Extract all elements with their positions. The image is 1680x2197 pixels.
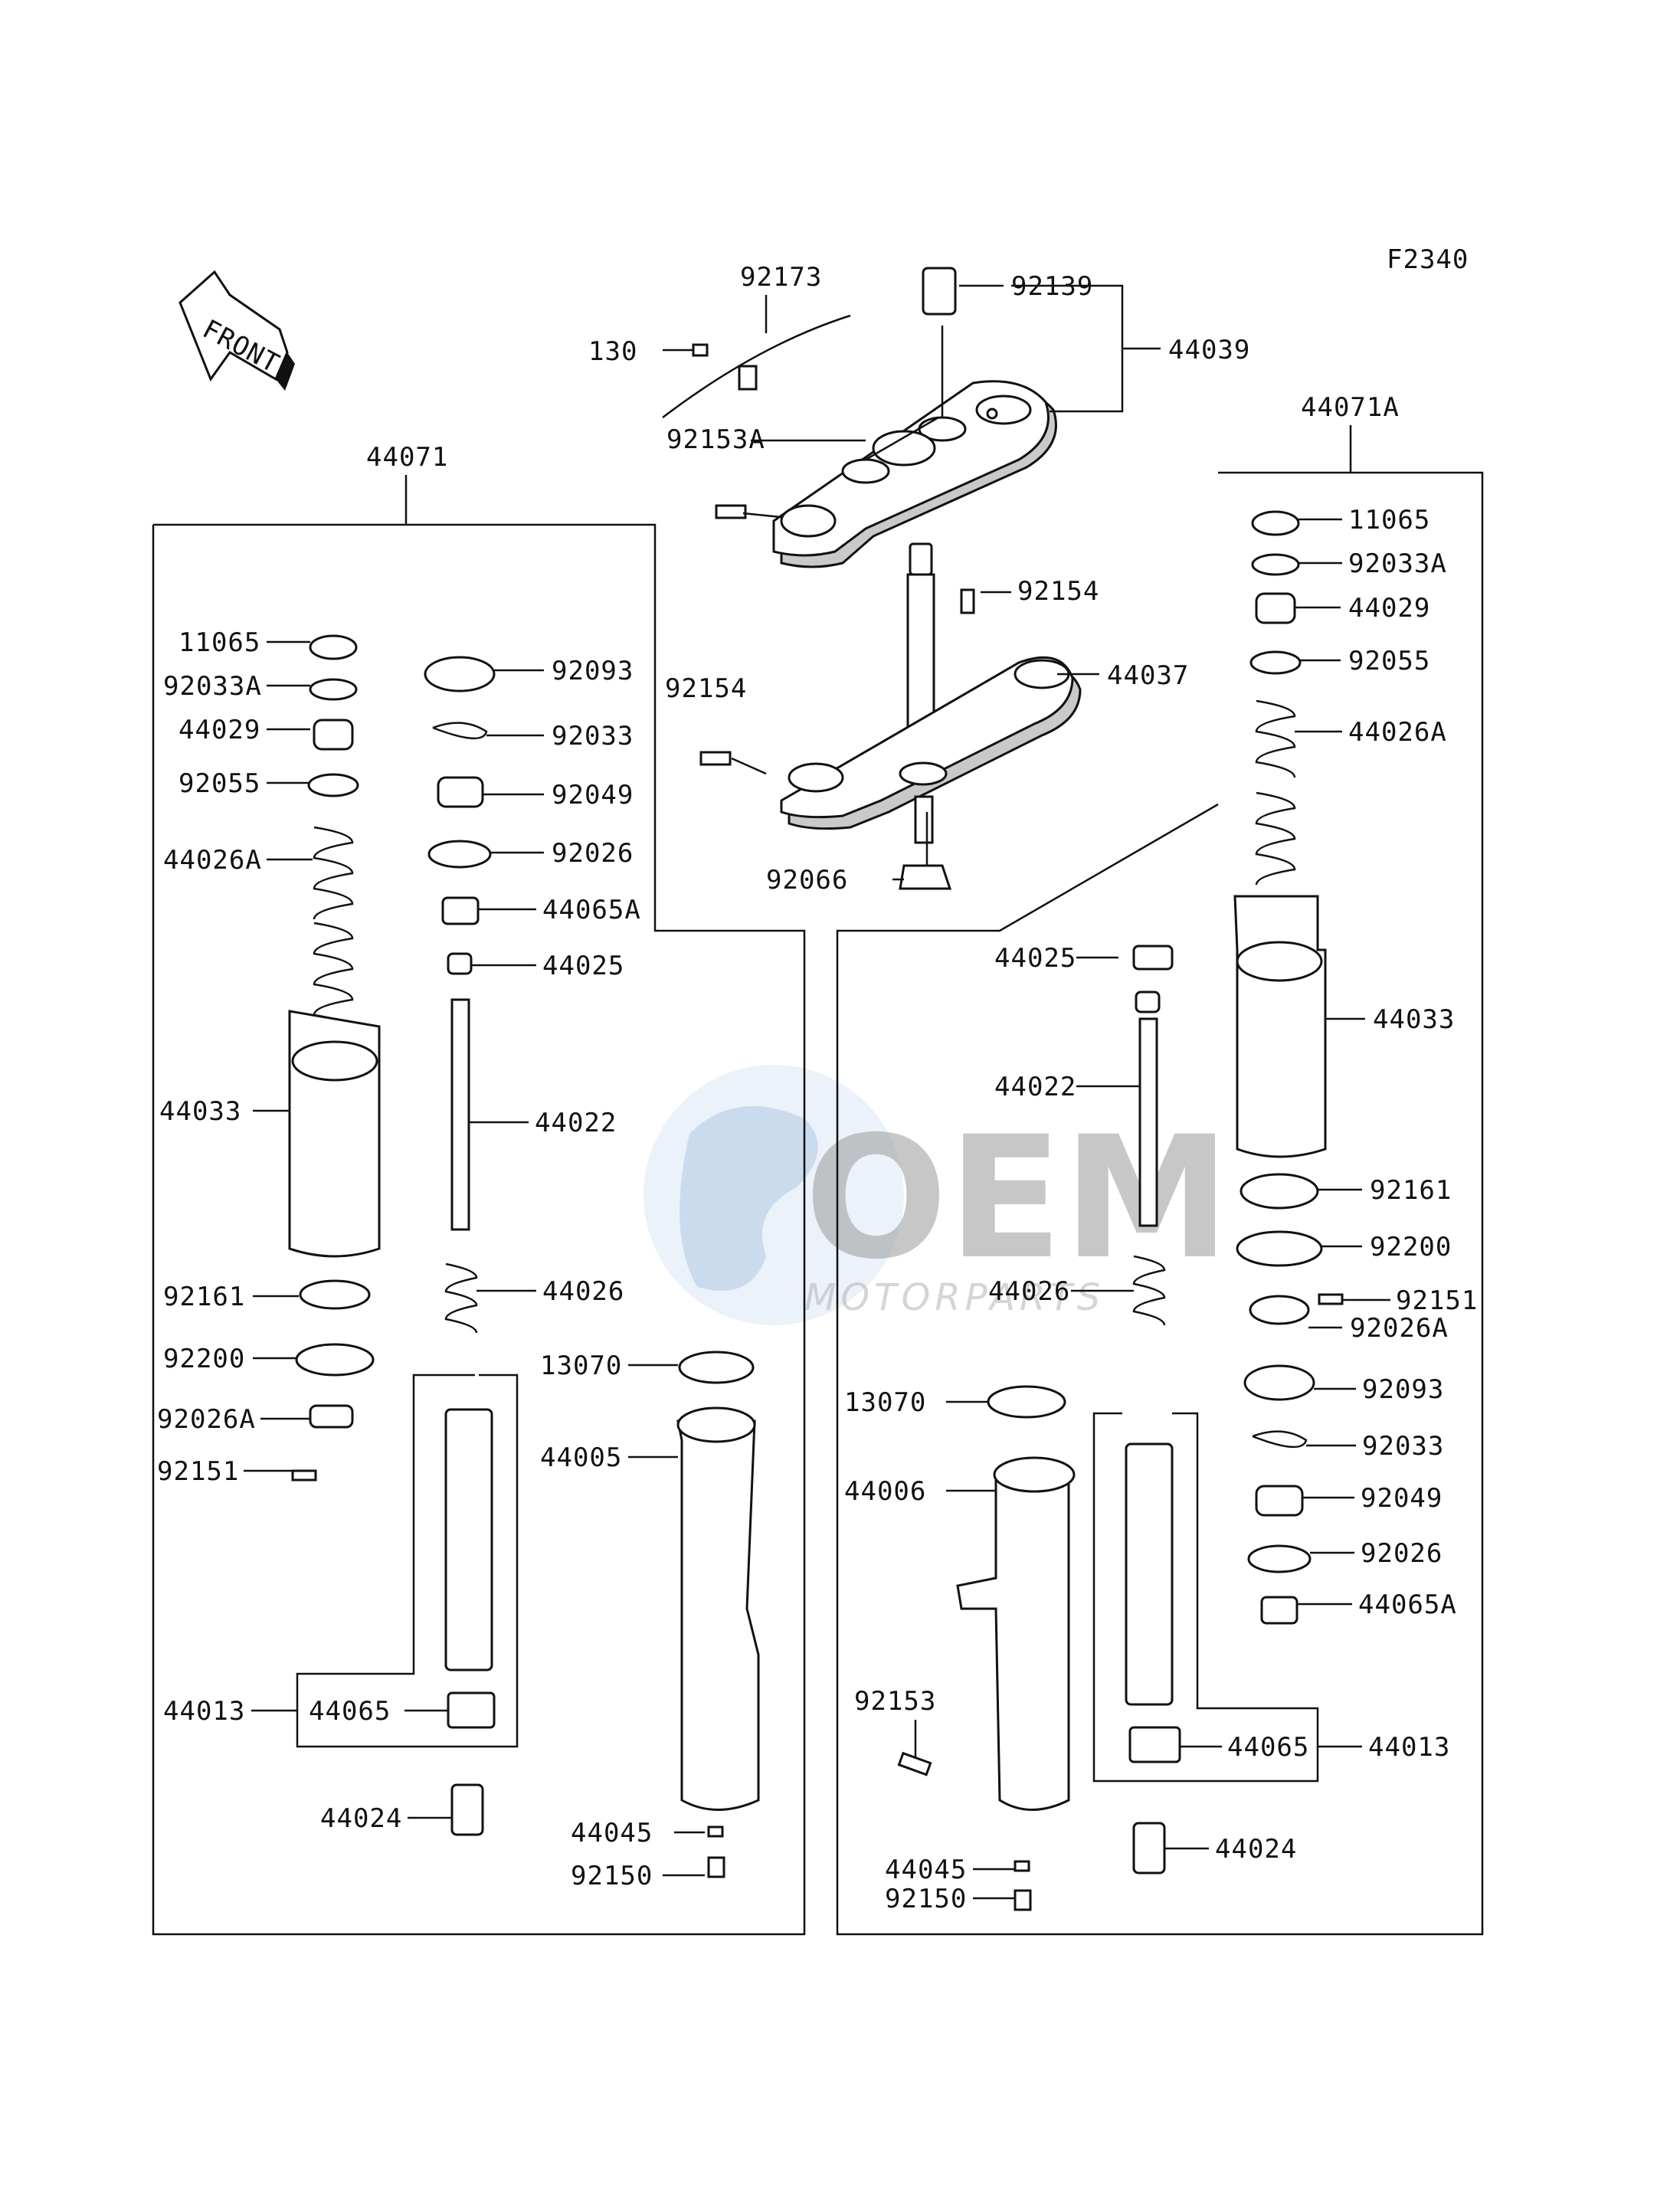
left-assembly-label: 44071 [366,442,448,473]
left-parts [288,634,760,1878]
callout: 92161 [163,1282,245,1312]
callout: 11065 [1348,505,1430,535]
bearing-92066-icon [899,864,952,890]
callout: 44005 [540,1442,622,1473]
part-92139-icon [922,267,957,316]
callout: 92173 [740,262,822,293]
callout: 44065 [1227,1732,1309,1763]
callout: 11065 [178,627,260,658]
callout: 44026 [988,1276,1070,1307]
callout: 92026 [552,838,634,869]
bolt-130-icon [692,343,709,357]
callout: 44013 [163,1696,245,1727]
callout: 44022 [994,1072,1076,1102]
bolt-92154-lower-icon [699,751,732,766]
callout: 44065A [1358,1590,1457,1620]
watermark-sub: MOTORPARTS [804,1276,1105,1319]
callout: 92200 [163,1344,245,1374]
callout: 44039 [1168,335,1250,365]
bolt-92154-upper-icon [960,588,975,614]
callout: 44006 [844,1476,926,1507]
callout: 130 [588,336,637,367]
callout: 92049 [552,780,634,810]
callout: 92154 [665,673,747,704]
watermark: OEM MOTORPARTS [644,1065,1230,1325]
callout: 92026 [1361,1538,1443,1569]
callout: 44033 [1373,1004,1455,1035]
callout: 44045 [571,1818,653,1848]
callout: 92033A [1348,548,1447,579]
callout: 44024 [320,1803,402,1834]
right-parts [897,510,1344,1911]
callouts-left: 11065 92033A 44029 92055 44026A 44033 92… [157,627,653,1891]
callout: 92093 [552,656,634,686]
callouts-top: 92173 130 92139 44039 92153A 92154 44037… [588,262,1250,895]
callout: 92026A [1350,1313,1449,1344]
callout: 44022 [535,1108,617,1138]
callout: 44026A [1348,717,1447,748]
callout: 13070 [540,1351,622,1381]
bolt-92153A-icon [715,504,747,519]
callout: 44026A [163,845,262,876]
callout: 44037 [1107,660,1189,691]
callout: 92161 [1370,1175,1452,1206]
callout: 92093 [1362,1374,1444,1405]
callout: 92151 [1396,1285,1478,1316]
callout: 44025 [994,943,1076,974]
callout: 44025 [542,951,624,981]
callout: 44029 [178,715,260,745]
callout: 92153 [854,1686,936,1717]
callouts-right: 11065 92033A 44029 92055 44026A 44033 92… [844,505,1478,1914]
callout: 92150 [885,1884,967,1914]
right-assembly-frame: 44071A [836,392,1484,1936]
callout: 92066 [766,865,848,895]
right-assembly-label: 44071A [1301,392,1400,423]
callout: 44045 [885,1855,967,1885]
callout: 92033 [552,721,634,751]
callout: 92139 [1011,271,1093,302]
callout: 44013 [1368,1732,1450,1763]
cable-92173 [662,314,851,418]
watermark-brand: OEM [804,1100,1230,1296]
figure-code: F2340 [1387,244,1469,275]
clamp-bracket [738,365,758,391]
callout: 92033A [163,671,262,702]
lower-triple-clamp [780,542,1082,844]
leader-lines [244,284,1390,1900]
upper-triple-clamp [772,380,1057,568]
callout: 13070 [844,1387,926,1418]
callout: 92055 [1348,646,1430,676]
callout: 92151 [157,1456,239,1487]
callout: 92200 [1370,1232,1452,1262]
callout: 92049 [1361,1483,1443,1514]
callout: 44065 [309,1696,391,1727]
callout: 92033 [1362,1431,1444,1462]
callout: 92153A [666,424,765,455]
callout: 92150 [571,1861,653,1891]
callout: 92154 [1017,576,1099,607]
callout: 44033 [159,1096,241,1127]
callout: 44065A [542,895,641,925]
callout: 92026A [157,1404,256,1435]
callout: 92055 [178,768,260,799]
callout: 44029 [1348,593,1430,624]
callout: 44026 [542,1276,624,1307]
callout: 44024 [1215,1834,1297,1865]
front-arrow-icon: FRONT [178,270,295,391]
